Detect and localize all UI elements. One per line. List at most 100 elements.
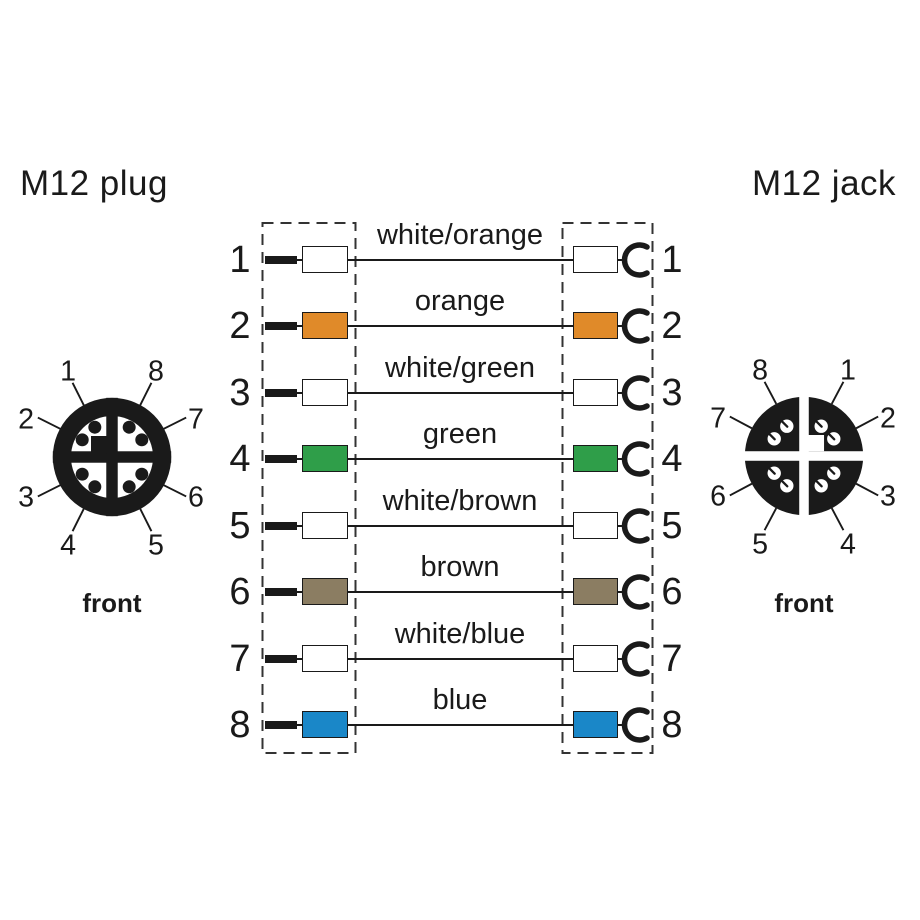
contact-link-line <box>617 658 626 660</box>
wire-color-label: white/green <box>385 352 535 384</box>
jack-pin-number: 7 <box>661 638 683 680</box>
wire-color-box-right <box>573 578 618 605</box>
plug-pin-label-7: 7 <box>188 403 204 435</box>
plug-pin-label-3: 3 <box>18 482 34 514</box>
plug-pin-label-4: 4 <box>60 529 76 561</box>
plug-key-notch <box>91 436 109 454</box>
contact-link-line <box>617 325 626 327</box>
wire-color-box-left <box>302 645 348 672</box>
jack-pin-number: 5 <box>661 505 683 547</box>
plug-contact-stub <box>265 655 297 663</box>
jack-contact-icon <box>621 308 650 344</box>
wire-color-label: orange <box>414 285 506 317</box>
jack-pin-number: 3 <box>661 372 683 414</box>
stub-link-line <box>294 458 304 460</box>
plug-cross-vertical <box>106 397 118 517</box>
m12-jack-connector-diagram: 8 7 6 5 4 3 2 1 <box>710 355 896 561</box>
jack-contact-icon <box>621 641 650 677</box>
wire-color-box-left <box>302 246 348 273</box>
plug-pin-label-8: 8 <box>148 356 164 388</box>
plug-pin-number: 4 <box>229 438 251 480</box>
wire-color-box-right <box>573 312 618 339</box>
plug-title: M12 plug <box>20 164 168 203</box>
wire-line <box>347 724 574 726</box>
jack-pin-label-8: 8 <box>752 355 768 387</box>
plug-contact-stub <box>265 389 297 397</box>
wire-color-box-right <box>573 711 618 738</box>
wire-color-label: white/brown <box>382 485 538 517</box>
wire-color-box-left <box>302 312 348 339</box>
wire-color-box-right <box>573 512 618 539</box>
contact-link-line <box>617 724 626 726</box>
plug-pin-number: 1 <box>229 239 251 281</box>
jack-contact-icon <box>621 574 650 610</box>
jack-pin-label-2: 2 <box>880 402 896 434</box>
wire-color-box-left <box>302 379 348 406</box>
plug-contact-stub <box>265 322 297 330</box>
jack-pin-label-6: 6 <box>710 481 726 513</box>
stub-link-line <box>294 525 304 527</box>
wire-color-box-left <box>302 578 348 605</box>
jack-pin-number: 6 <box>661 571 683 613</box>
jack-contact-icon <box>621 375 650 411</box>
plug-contact-stub <box>265 522 297 530</box>
wire-color-box-left <box>302 711 348 738</box>
jack-socket-slots <box>768 420 836 488</box>
contact-link-line <box>617 259 626 261</box>
contact-link-line <box>617 591 626 593</box>
plug-boundary-box <box>261 222 357 754</box>
jack-pin-number: 4 <box>661 438 683 480</box>
jack-front-label: front <box>774 588 834 618</box>
jack-title: M12 jack <box>752 164 897 203</box>
stub-link-line <box>294 325 304 327</box>
wire-color-box-right <box>573 645 618 672</box>
jack-pin-label-5: 5 <box>752 528 768 560</box>
jack-pin-label-4: 4 <box>840 528 856 560</box>
jack-contact-icon <box>621 441 650 477</box>
wire-color-box-left <box>302 512 348 539</box>
jack-pin-number: 1 <box>661 239 683 281</box>
plug-pin-label-5: 5 <box>148 529 164 561</box>
stub-link-line <box>294 591 304 593</box>
plug-pin-number: 2 <box>229 305 251 347</box>
wire-color-box-right <box>573 445 618 472</box>
plug-pin-number: 6 <box>229 571 251 613</box>
jack-boundary-box <box>561 222 654 754</box>
wire-color-label: brown <box>420 551 500 583</box>
wire-color-label: blue <box>432 684 488 716</box>
plug-pin-number: 8 <box>229 704 251 746</box>
plug-pin-number: 7 <box>229 638 251 680</box>
stub-link-line <box>294 259 304 261</box>
wire-color-label: white/orange <box>376 219 544 251</box>
wire-color-box-right <box>573 246 618 273</box>
plug-front-label: front <box>82 588 142 618</box>
contact-link-line <box>617 458 626 460</box>
jack-cross-vertical <box>799 394 809 518</box>
wire-line <box>347 325 574 327</box>
jack-key-notch <box>807 435 825 452</box>
jack-pin-number: 2 <box>661 305 683 347</box>
jack-contact-icon <box>621 242 650 278</box>
jack-pin-number: 8 <box>661 704 683 746</box>
wire-line <box>347 392 574 394</box>
jack-pin-label-1: 1 <box>840 355 856 387</box>
plug-pin-label-2: 2 <box>18 403 34 435</box>
plug-pin-label-1: 1 <box>60 356 76 388</box>
plug-pin-contacts <box>75 420 149 494</box>
wire-line <box>347 658 574 660</box>
stub-link-line <box>294 392 304 394</box>
contact-link-line <box>617 392 626 394</box>
plug-contact-stub <box>265 721 297 729</box>
jack-contact-icon <box>621 508 650 544</box>
jack-pin-label-7: 7 <box>710 402 726 434</box>
plug-contact-stub <box>265 256 297 264</box>
jack-contact-icon <box>621 707 650 743</box>
jack-pin-label-3: 3 <box>880 481 896 513</box>
jack-leader-lines <box>729 381 879 531</box>
wire-color-label: green <box>422 418 498 450</box>
stub-link-line <box>294 724 304 726</box>
wire-line <box>347 525 574 527</box>
plug-contact-stub <box>265 588 297 596</box>
wire-line <box>347 458 574 460</box>
